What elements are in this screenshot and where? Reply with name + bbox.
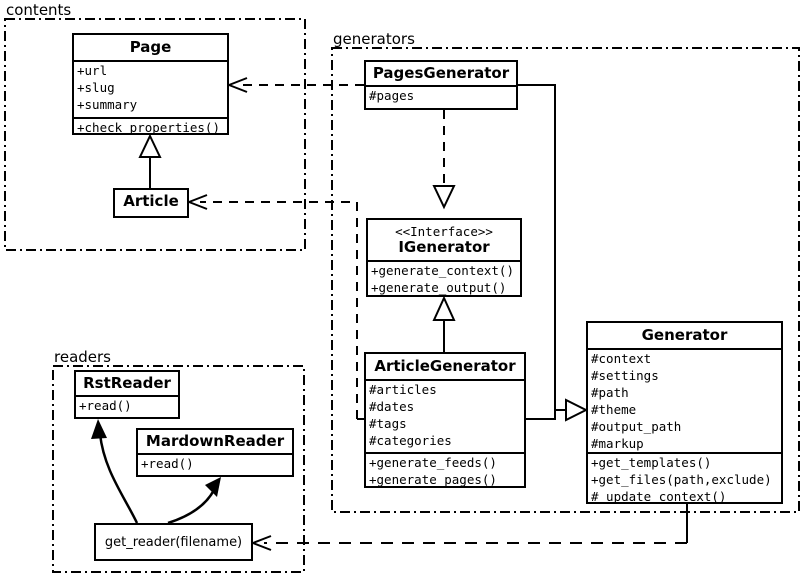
relation-articlegenerator-inherits-generator xyxy=(526,398,589,422)
class-igenerator-methods: +generate_context() +generate_output() xyxy=(368,260,520,299)
attribute: #theme xyxy=(591,401,637,417)
class-article-generator-attributes: #articles #dates #tags #categories xyxy=(366,379,524,452)
node-get-reader[interactable]: get_reader(filename) xyxy=(94,523,253,561)
package-label-contents: contents xyxy=(6,1,72,19)
class-pages-generator-attributes: #pages xyxy=(366,85,516,107)
attribute: #markup xyxy=(591,435,644,451)
attribute: +slug xyxy=(77,80,115,96)
class-page-attributes: +url +slug +summary xyxy=(74,60,227,117)
attribute: +url xyxy=(77,63,108,79)
package-label-readers: readers xyxy=(54,348,111,366)
class-article[interactable]: Article xyxy=(113,188,189,218)
method: +read() xyxy=(141,456,194,472)
method: +get_files(path,exclude) xyxy=(591,472,772,488)
class-markdown-reader[interactable]: MardownReader +read() xyxy=(136,428,294,477)
attribute: #tags xyxy=(369,416,407,431)
class-pages-generator-title: PagesGenerator xyxy=(372,64,510,82)
class-article-generator[interactable]: ArticleGenerator #articles #dates #tags … xyxy=(364,352,526,488)
attribute: +summary xyxy=(77,97,138,112)
class-article-generator-title: ArticleGenerator xyxy=(374,357,516,375)
class-igenerator-title: IGenerator xyxy=(398,238,490,256)
package-border-generators xyxy=(331,47,800,513)
attribute: #path xyxy=(591,385,629,400)
relation-generator-uses-get-reader xyxy=(252,504,688,551)
method: #_update_context() xyxy=(591,489,727,504)
class-igenerator[interactable]: <<Interface>> IGenerator +generate_conte… xyxy=(366,218,522,297)
method: +check_properties() xyxy=(77,120,220,136)
class-page-title: Page xyxy=(129,38,172,56)
package-border-contents xyxy=(4,18,306,251)
class-page[interactable]: Page +url +slug +summary +check_properti… xyxy=(72,33,229,135)
class-page-methods: +check_properties() xyxy=(74,117,227,139)
method: +read() xyxy=(79,398,132,414)
method: +generate_pages() xyxy=(369,472,497,488)
class-generator-title: Generator xyxy=(641,326,728,344)
method: +generate_context() xyxy=(371,263,514,279)
relation-article-inherits-page xyxy=(138,133,162,188)
relation-articlegenerator-uses-article xyxy=(188,194,358,419)
class-rst-reader-methods: +read() xyxy=(76,395,178,417)
package-border-readers xyxy=(52,365,305,573)
class-markdown-reader-title: MardownReader xyxy=(145,432,285,450)
class-generator-methods: +get_templates() +get_files(path,exclude… xyxy=(588,452,781,508)
class-generator[interactable]: Generator #context #settings #path #them… xyxy=(586,321,783,504)
class-markdown-reader-methods: +read() xyxy=(138,453,292,475)
relation-pagesgenerator-uses-page xyxy=(228,77,364,93)
attribute: #pages xyxy=(369,88,415,104)
class-generator-attributes: #context #settings #path #theme #output_… xyxy=(588,348,781,452)
attribute: #articles xyxy=(369,382,437,398)
class-article-title: Article xyxy=(123,192,179,210)
relation-articlegenerator-realizes-igenerator xyxy=(432,295,456,352)
method: +get_templates() xyxy=(591,455,712,471)
node-get-reader-label: get_reader(filename) xyxy=(104,534,243,550)
relation-get-reader-returns-rstreader xyxy=(91,419,139,524)
class-igenerator-header: <<Interface>> IGenerator xyxy=(368,220,520,260)
class-igenerator-stereotype: <<Interface>> xyxy=(395,224,493,239)
method: +generate_feeds() xyxy=(369,455,497,471)
attribute: #settings xyxy=(591,368,659,384)
attribute: #output_path xyxy=(591,418,682,434)
package-label-generators: generators xyxy=(333,30,415,48)
relation-get-reader-returns-markdownreader xyxy=(167,477,221,525)
attribute: #context xyxy=(591,351,652,367)
class-pages-generator[interactable]: PagesGenerator #pages xyxy=(364,60,518,110)
method: +generate_output() xyxy=(371,280,507,296)
attribute: #dates xyxy=(369,399,415,415)
relation-pagesgenerator-realizes-igenerator xyxy=(432,110,456,210)
class-rst-reader-title: RstReader xyxy=(83,374,171,392)
attribute: #categories xyxy=(369,432,452,448)
class-rst-reader[interactable]: RstReader +read() xyxy=(74,370,180,419)
class-article-generator-methods: +generate_feeds() +generate_pages() xyxy=(366,452,524,491)
